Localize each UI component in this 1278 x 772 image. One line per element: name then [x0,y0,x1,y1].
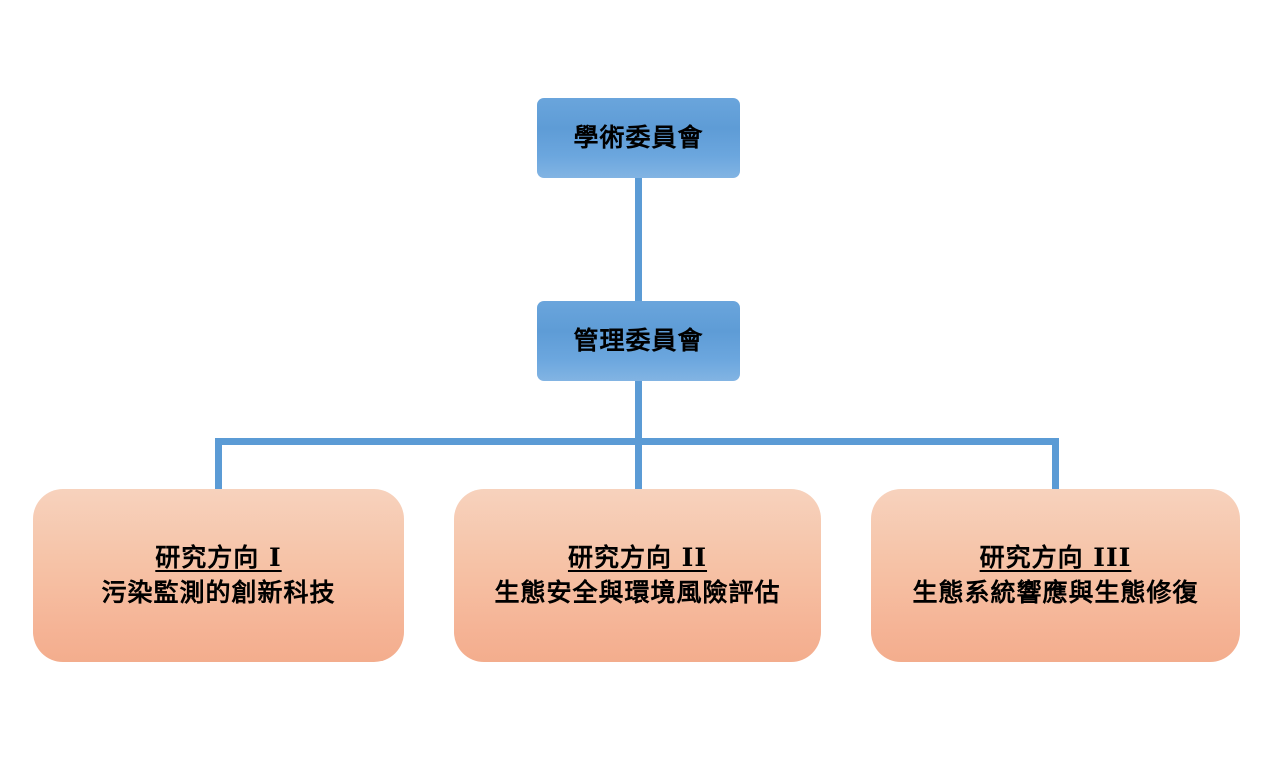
node-management-committee-label: 管理委員會 [573,326,704,356]
node-research-direction-1[interactable]: 研究方向 I 污染監測的創新科技 [33,489,404,662]
node-academic-committee-label: 學術委員會 [573,123,704,153]
node-research-direction-2-heading: 研究方向 II [567,543,708,572]
node-research-direction-3[interactable]: 研究方向 III 生態系統響應與生態修復 [871,489,1240,662]
connector-academic-to-management [635,177,642,302]
node-academic-committee[interactable]: 學術委員會 [537,98,740,178]
node-research-direction-1-heading: 研究方向 I [155,543,282,572]
node-management-committee[interactable]: 管理委員會 [537,301,740,381]
node-research-direction-3-description: 生態系統響應與生態修復 [912,577,1199,607]
node-research-direction-3-heading: 研究方向 III [979,543,1132,572]
connector-to-research-direction-3 [1052,438,1059,490]
node-research-direction-2[interactable]: 研究方向 II 生態安全與環境風險評估 [454,489,821,662]
connector-to-research-direction-1 [215,438,222,490]
node-research-direction-1-description: 污染監測的創新科技 [101,577,336,607]
connector-horizontal-bar [215,438,1059,445]
node-research-direction-2-description: 生態安全與環境風險評估 [494,577,781,607]
connector-management-down [635,380,642,490]
